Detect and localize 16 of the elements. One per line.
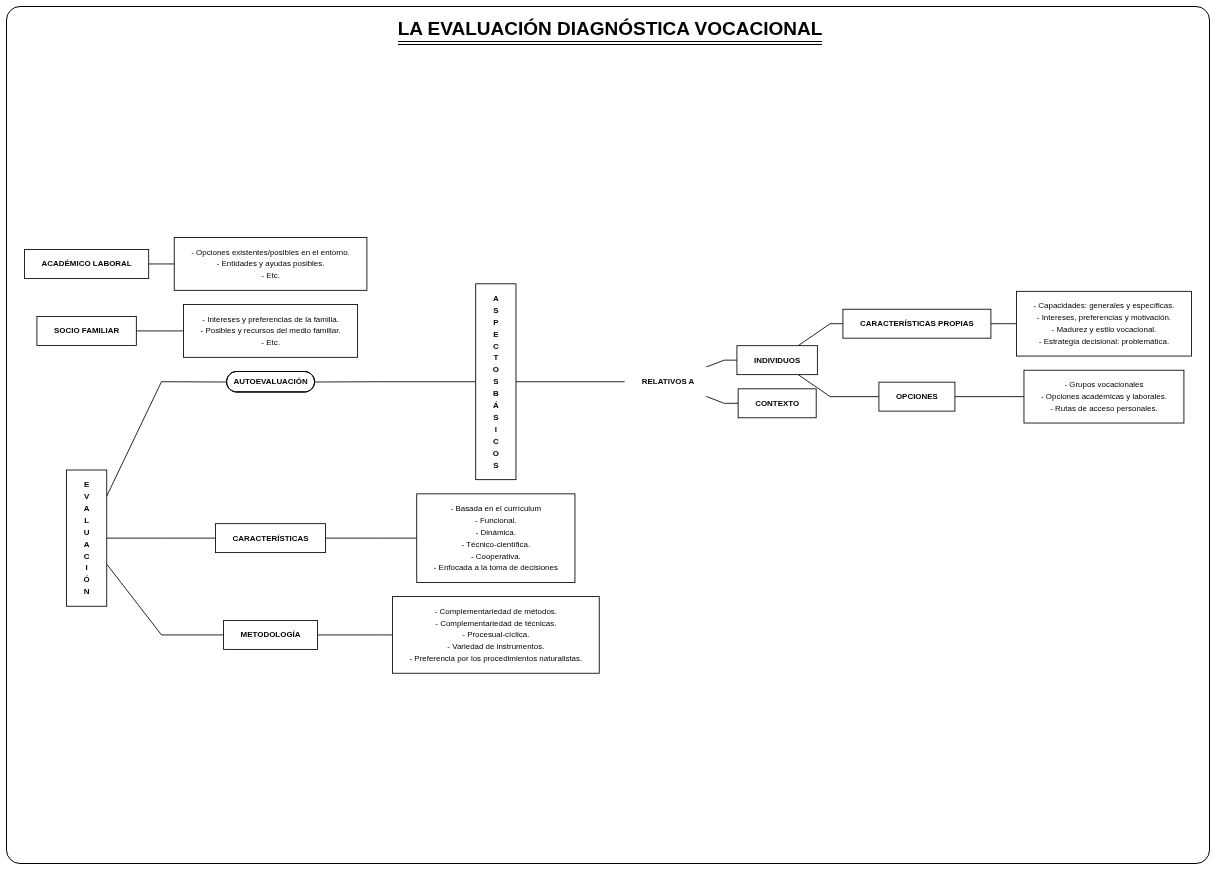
connector bbox=[314, 380, 477, 383]
connector bbox=[954, 395, 1025, 397]
connector bbox=[317, 634, 393, 635]
connector bbox=[990, 322, 1017, 324]
connector bbox=[705, 395, 739, 404]
connector bbox=[515, 380, 626, 382]
connector bbox=[106, 380, 228, 497]
connector bbox=[148, 263, 175, 264]
connector bbox=[325, 537, 418, 539]
connector bbox=[106, 563, 224, 635]
connector bbox=[797, 322, 844, 346]
connector bbox=[705, 359, 738, 368]
connector bbox=[797, 373, 880, 397]
diagram-title: LA EVALUACIÓN DIAGNÓSTICA VOCACIONAL bbox=[397, 18, 823, 45]
connector bbox=[106, 537, 216, 539]
connector bbox=[135, 330, 184, 331]
